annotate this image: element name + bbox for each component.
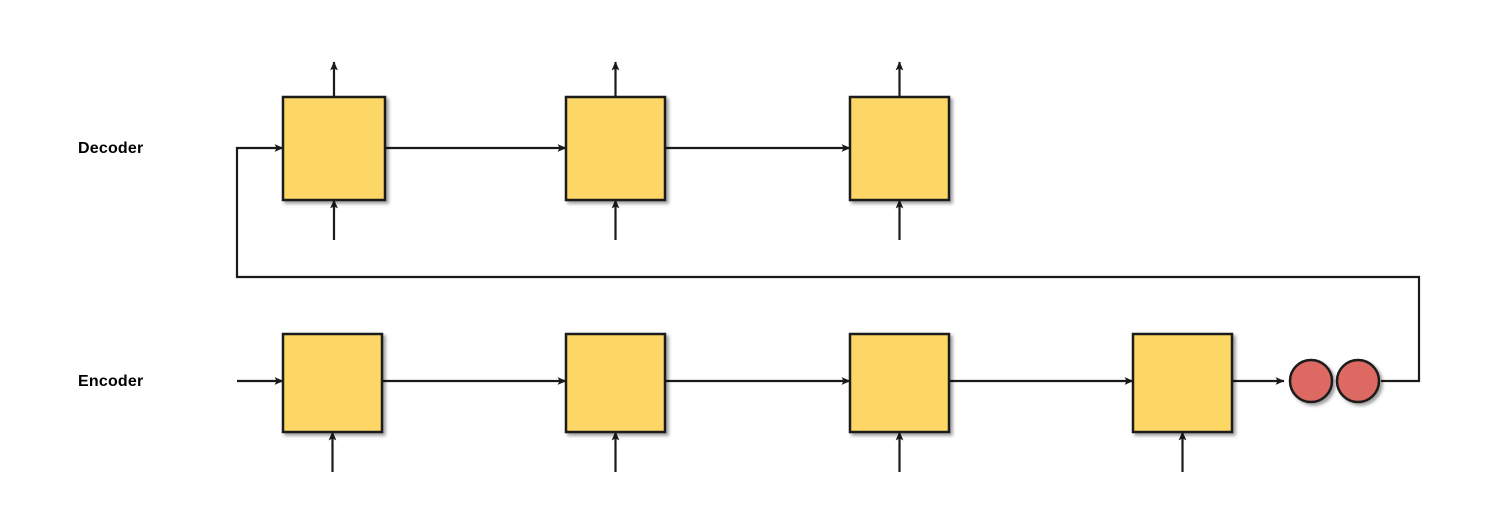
decoder-cell-2[interactable]	[564, 95, 667, 202]
encoder-cell-4[interactable]	[1131, 332, 1234, 434]
edges-layer	[235, 61, 1421, 472]
decoder-cell-3[interactable]	[848, 95, 951, 202]
encoder-cell-2[interactable]	[564, 332, 667, 434]
encoder-to-decoder-feedback	[235, 144, 1421, 383]
encoder-cell-1[interactable]	[281, 332, 384, 434]
decoder-cell-1[interactable]	[281, 95, 387, 202]
state-circle-1[interactable]	[1288, 358, 1334, 404]
row-label-encoder: Encoder	[78, 373, 144, 390]
encoder-cell-3[interactable]	[848, 332, 951, 434]
row-label-decoder: Decoder	[78, 140, 144, 157]
state-circle-2[interactable]	[1335, 358, 1381, 404]
nodes-layer	[281, 95, 1381, 434]
